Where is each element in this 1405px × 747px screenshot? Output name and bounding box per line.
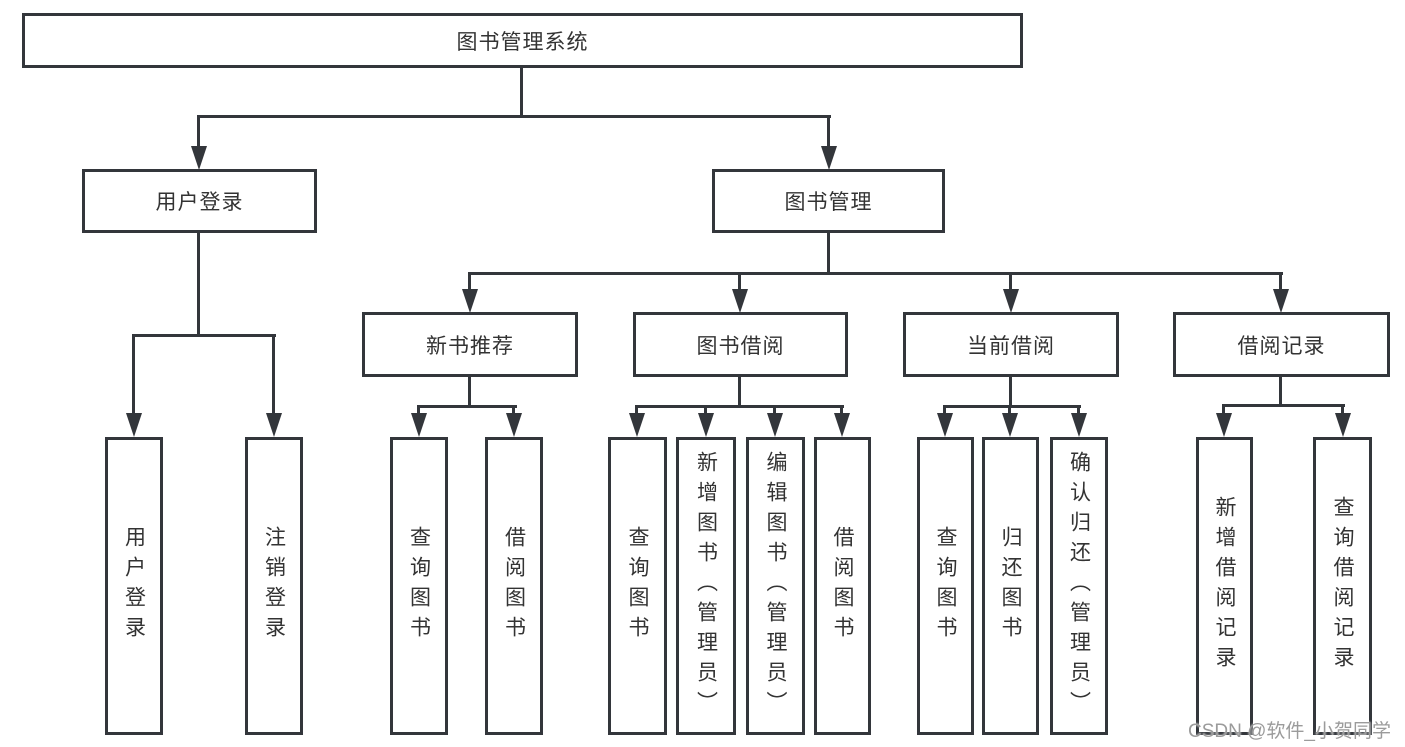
node-book-borrow: 图书借阅 [633, 312, 848, 377]
connector-line [1341, 404, 1344, 417]
node-user-login: 用户登录 [82, 169, 317, 233]
connector-line [1279, 272, 1282, 292]
connector-arrowhead [732, 289, 748, 313]
connector-line [943, 405, 1081, 408]
connector-arrowhead [1003, 289, 1019, 313]
leaf-label: 查询图书 [407, 526, 431, 646]
connector-arrowhead [1071, 413, 1087, 437]
connector-arrowhead [834, 413, 850, 437]
connector-line [1077, 405, 1080, 417]
leaf-borrow-add-book-admin: 新增图书（管理员） [676, 437, 736, 735]
connector-line [1009, 272, 1012, 292]
connector-arrowhead [698, 413, 714, 437]
connector-arrowhead [1273, 289, 1289, 313]
connector-line [1008, 405, 1011, 417]
leaf-newbook-borrow-book: 借阅图书 [485, 437, 543, 735]
leaf-current-confirm-return-admin: 确认归还（管理员） [1050, 437, 1108, 735]
connector-line [132, 334, 135, 416]
leaf-newbook-query-book: 查询图书 [390, 437, 448, 735]
leaf-borrow-borrow-book: 借阅图书 [814, 437, 871, 735]
connector-line [468, 272, 471, 292]
leaf-user-login: 用户登录 [105, 437, 163, 735]
connector-line [738, 272, 741, 292]
connector-line [704, 405, 707, 417]
connector-arrowhead [1002, 413, 1018, 437]
connector-line [1222, 404, 1225, 417]
connector-line [468, 272, 1283, 275]
connector-line [197, 233, 200, 337]
connector-arrowhead [462, 289, 478, 313]
connector-arrowhead [629, 413, 645, 437]
leaf-label: 确认归还（管理员） [1067, 451, 1091, 721]
connector-line [468, 377, 471, 408]
node-borrow-records: 借阅记录 [1173, 312, 1390, 377]
connector-arrowhead [506, 413, 522, 437]
connector-line [197, 115, 831, 118]
node-root: 图书管理系统 [22, 13, 1023, 68]
connector-arrowhead [821, 146, 837, 170]
node-book-management: 图书管理 [712, 169, 945, 233]
leaf-records-add-record: 新增借阅记录 [1196, 437, 1253, 735]
connector-arrowhead [126, 413, 142, 437]
leaf-label: 编辑图书（管理员） [764, 451, 787, 721]
leaf-borrow-edit-book-admin: 编辑图书（管理员） [746, 437, 805, 735]
connector-line [738, 377, 741, 408]
connector-line [840, 405, 843, 417]
connector-arrowhead [1216, 413, 1232, 437]
leaf-current-return-book: 归还图书 [982, 437, 1039, 735]
connector-line [635, 405, 844, 408]
leaf-records-query-record: 查询借阅记录 [1313, 437, 1372, 735]
leaf-label: 新增图书（管理员） [694, 451, 718, 721]
connector-line [417, 405, 420, 417]
leaf-label: 查询图书 [934, 526, 957, 646]
connector-line [272, 334, 275, 416]
connector-line [1222, 404, 1345, 407]
leaf-borrow-query-book: 查询图书 [608, 437, 667, 735]
leaf-logout: 注销登录 [245, 437, 303, 735]
node-new-book-recommend: 新书推荐 [362, 312, 578, 377]
connector-line [512, 405, 515, 417]
leaf-label: 注销登录 [262, 526, 286, 646]
connector-arrowhead [266, 413, 282, 437]
leaf-label: 查询借阅记录 [1331, 496, 1354, 676]
connector-line [417, 405, 517, 408]
connector-line [943, 405, 946, 417]
leaf-label: 借阅图书 [502, 526, 526, 646]
watermark: CSDN @软件_小贺同学 [1188, 721, 1391, 742]
connector-arrowhead [937, 413, 953, 437]
connector-arrowhead [411, 413, 427, 437]
connector-arrowhead [191, 146, 207, 170]
connector-arrowhead [767, 413, 783, 437]
connector-line [773, 405, 776, 417]
connector-line [132, 334, 276, 337]
connector-line [827, 233, 830, 275]
connector-line [1009, 377, 1012, 408]
connector-arrowhead [1335, 413, 1351, 437]
connector-line [635, 405, 638, 417]
leaf-current-query-book: 查询图书 [917, 437, 974, 735]
connector-line [1279, 377, 1282, 407]
leaf-label: 借阅图书 [831, 526, 854, 646]
leaf-label: 用户登录 [122, 526, 146, 646]
leaf-label: 新增借阅记录 [1213, 496, 1236, 676]
connector-line [827, 115, 830, 150]
connector-line [197, 115, 200, 150]
leaf-label: 查询图书 [626, 526, 649, 646]
connector-line [520, 68, 523, 116]
leaf-label: 归还图书 [999, 526, 1022, 646]
node-current-borrow: 当前借阅 [903, 312, 1119, 377]
